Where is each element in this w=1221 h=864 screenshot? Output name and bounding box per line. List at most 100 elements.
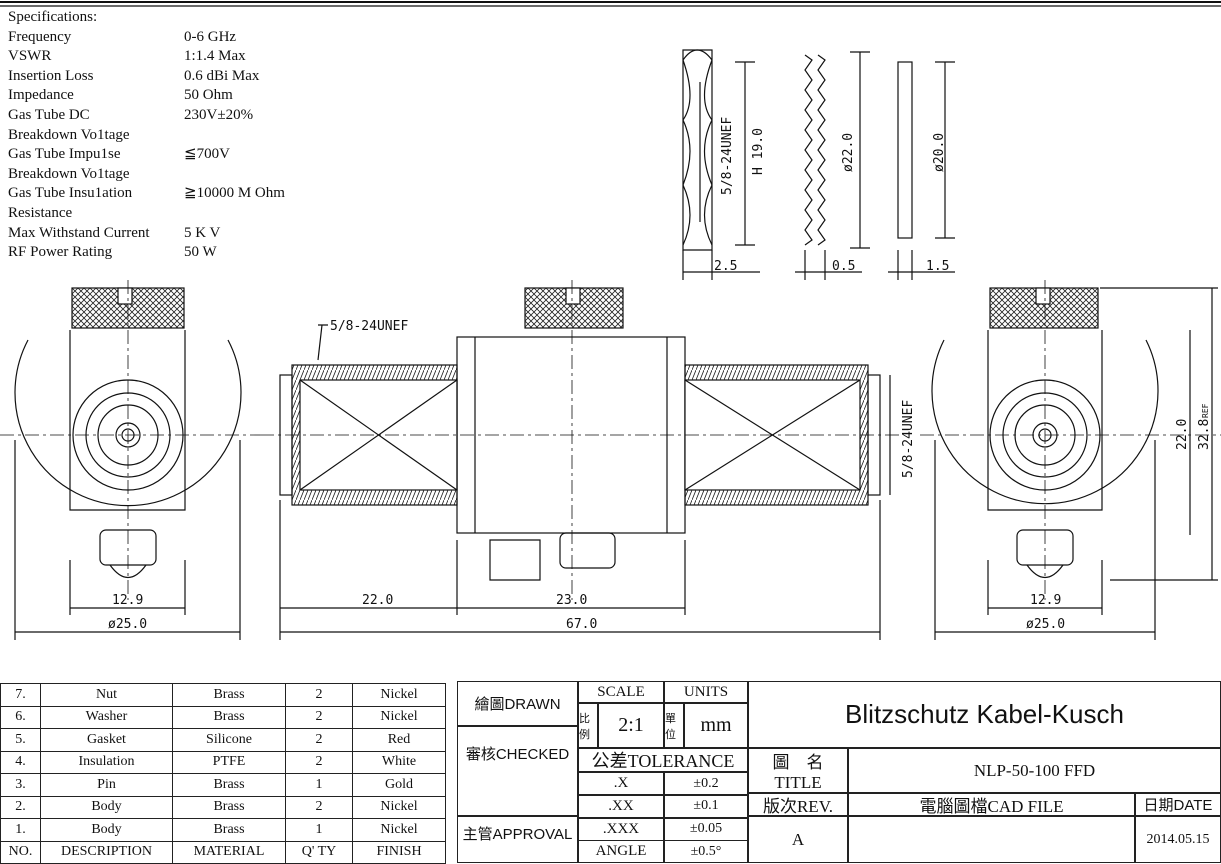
units-cn: 單位 (664, 703, 684, 748)
dim-right-thread: 5/8-24UNEF (901, 400, 916, 478)
bom-material: Brass (172, 818, 286, 842)
gasket-side-view (888, 61, 955, 280)
cad-file-value (848, 816, 1135, 863)
nut-side-view (682, 49, 760, 280)
spec-label: Impedance (8, 87, 74, 104)
spec-row: Gas Tube Insu1ation ≧10000 M Ohm (8, 184, 285, 204)
dim-gasket-thick: 1.5 (926, 259, 949, 274)
spec-value: 0-6 GHz (184, 28, 237, 45)
title-block: 繪圖DRAWN 審核CHECKED 主管APPROVAL SCALE 比例 2:… (457, 681, 1221, 864)
bom-qty-header: Q' TY (285, 840, 353, 864)
spec-value: 50 Ohm (184, 87, 233, 104)
bom-qty: 1 (285, 818, 353, 842)
spec-row: Breakdown Vo1tage (8, 126, 285, 146)
checked-label: 審核CHECKED (457, 726, 578, 816)
bom-material: Brass (172, 773, 286, 797)
spec-value: ≦700V (184, 146, 230, 163)
bom-finish: Gold (352, 773, 446, 797)
title-value: NLP-50-100 FFD (848, 748, 1221, 793)
title-cn: 圖 名 (772, 753, 824, 772)
bom-material: PTFE (172, 750, 286, 774)
date-value: 2014.05.15 (1135, 816, 1221, 863)
spec-label: Gas Tube Insu1ation (8, 185, 133, 202)
dim-left-width: 12.9 (112, 593, 143, 608)
bom-description: Nut (40, 683, 173, 707)
washer-side-view (795, 51, 870, 280)
bom-finish: Red (352, 728, 446, 752)
dim-ref: REF (1201, 403, 1210, 418)
bom-material: Brass (172, 795, 286, 819)
dim-len-left: 22.0 (362, 593, 393, 608)
dim-right-h1: 22.0 (1175, 419, 1190, 450)
spec-label: Gas Tube Impu1se (8, 146, 121, 163)
spec-row: Frequency 0-6 GHz (8, 28, 285, 48)
bom-description: Washer (40, 705, 173, 729)
spec-label: VSWR (8, 48, 52, 65)
dim-nut-height: H 19.0 (751, 128, 766, 175)
bom-description: Insulation (40, 750, 173, 774)
dim-gasket-dia: ø20.0 (932, 133, 947, 172)
dim-left-thread: 5/8-24UNEF (330, 319, 408, 334)
scale-cn: 比例 (578, 703, 598, 748)
left-end-view (0, 280, 260, 640)
spec-row: Insertion Loss 0.6 dBi Max (8, 67, 285, 87)
bom-description-header: DESCRIPTION (40, 840, 173, 864)
bom-no: 2. (0, 795, 41, 819)
spec-label: Insertion Loss (8, 67, 94, 84)
bom-no: 7. (0, 683, 41, 707)
spec-value: 0.6 dBi Max (184, 67, 260, 84)
spec-label: Frequency (8, 28, 72, 45)
drawn-label: 繪圖DRAWN (457, 681, 578, 726)
units-label: UNITS (664, 681, 748, 703)
dim-len-total: 67.0 (566, 617, 597, 632)
spec-value: 50 W (184, 244, 217, 261)
tolerance-value: ±0.2 (664, 772, 748, 795)
dim-left-dia: ø25.0 (108, 617, 147, 632)
title-label: TITLE (774, 773, 822, 792)
spec-row: Resistance (8, 204, 285, 224)
bom-finish: White (352, 750, 446, 774)
bom-qty: 2 (285, 750, 353, 774)
bom-finish: Nickel (352, 795, 446, 819)
scale-value: 2:1 (598, 703, 664, 748)
tolerance-key: .X (578, 772, 664, 795)
bom-no: 6. (0, 705, 41, 729)
dim-len-body: 23.0 (556, 593, 587, 608)
approval-label: 主管APPROVAL (457, 816, 578, 863)
spec-label: Max Withstand Current (8, 224, 150, 241)
bom-qty: 2 (285, 728, 353, 752)
bom-qty: 1 (285, 773, 353, 797)
bom-qty: 2 (285, 683, 353, 707)
side-view (260, 280, 900, 640)
tolerance-key: .XX (578, 794, 664, 818)
bom-description: Gasket (40, 728, 173, 752)
tolerance-value: ±0.05 (664, 817, 748, 841)
bom-description: Body (40, 818, 173, 842)
scale-label: SCALE (578, 681, 664, 703)
spec-row: Breakdown Vo1tage (8, 165, 285, 185)
tolerance-value: ±0.5° (664, 840, 748, 864)
bom-material: Brass (172, 705, 286, 729)
bom-material-header: MATERIAL (172, 840, 286, 864)
tolerance-label: 公差TOLERANCE (578, 748, 748, 772)
spec-label: Resistance (8, 204, 73, 221)
bom-no: 1. (0, 818, 41, 842)
bom-finish-header: FINISH (352, 840, 446, 864)
dim-washer-thick: 0.5 (832, 259, 855, 274)
spec-label: RF Power Rating (8, 244, 113, 261)
bom-no: 3. (0, 773, 41, 797)
bom-description: Body (40, 795, 173, 819)
spec-value: ≧10000 M Ohm (184, 185, 285, 202)
bom-no: 4. (0, 750, 41, 774)
units-value: mm (684, 703, 748, 748)
